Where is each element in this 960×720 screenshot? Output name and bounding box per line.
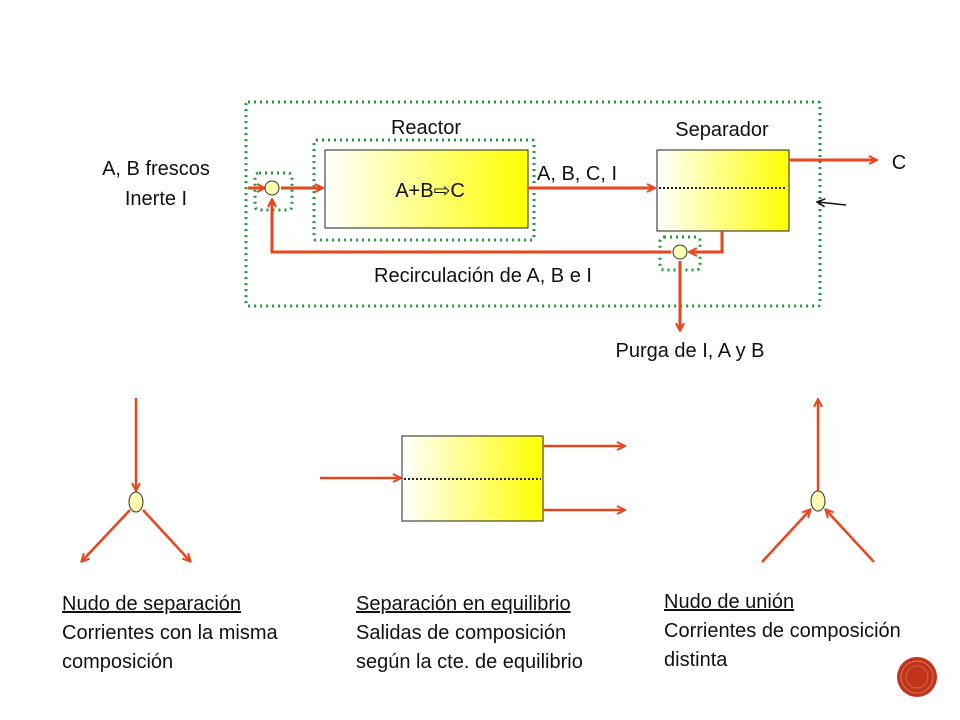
junction-node-symbol — [810, 490, 826, 512]
corner-badge-decoration — [897, 657, 937, 697]
caption-junction-title: Nudo de unión — [664, 591, 795, 613]
caption-junction-line2: distinta — [664, 649, 728, 671]
product-label: C — [892, 152, 906, 174]
reactor-boundary — [312, 138, 536, 242]
recycle-label: Recirculación de A, B e I — [374, 265, 592, 287]
reactor-label: Reactor — [391, 117, 461, 139]
equilibrium-separator-illustration — [320, 435, 624, 522]
caption-split-title: Nudo de separación — [62, 593, 242, 615]
purge-label: Purga de I, A y B — [616, 340, 765, 362]
separator-bottoms-stream — [690, 231, 724, 252]
purge-split-node — [672, 244, 688, 260]
caption-equilibrium-line1: Salidas de composición — [356, 622, 567, 644]
caption-split-line1: Corrientes con la misma — [62, 622, 278, 644]
caption-split-line2: composición — [62, 651, 174, 673]
caption-split-node: Nudo de separación Corrientes con la mis… — [62, 590, 278, 677]
junction-node-illustration — [761, 400, 875, 563]
caption-junction-line1: Corrientes de composición — [664, 620, 901, 642]
caption-equilibrium-line2: según la cte. de equilibrio — [356, 651, 583, 673]
reactor-outlet-label: A, B, C, I — [537, 163, 617, 185]
reaction-label: A+B⇨C — [395, 180, 465, 202]
pointer-arrow — [818, 202, 847, 205]
recycle-stream — [272, 200, 671, 254]
caption-junction-node: Nudo de unión Corrientes de composición … — [664, 588, 901, 675]
caption-equilibrium-title: Separación en equilibrio — [356, 593, 571, 615]
feed-label-line2: Inerte I — [125, 188, 187, 210]
split-node-illustration — [82, 398, 190, 561]
caption-equilibrium: Separación en equilibrio Salidas de comp… — [356, 590, 583, 677]
feed-label-line1: A, B frescos — [102, 158, 210, 180]
mixing-node — [264, 180, 280, 196]
separator-label: Separador — [675, 119, 769, 141]
split-node-symbol — [128, 491, 144, 513]
separator-box — [656, 149, 790, 232]
